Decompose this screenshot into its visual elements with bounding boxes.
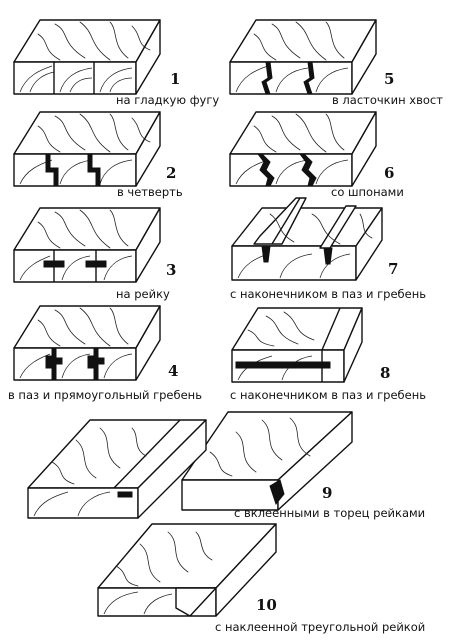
- figure-9-caption: с вклеенными в торец рейками: [234, 506, 425, 520]
- figure-9-board-left: [27, 419, 207, 519]
- figure-9-illustration: [181, 411, 353, 511]
- figure-7-number: 7: [388, 260, 398, 278]
- figure-1-number: 1: [170, 70, 180, 88]
- figure-8-caption: с наконечником в паз и гребень: [230, 388, 426, 402]
- figure-2-illustration: [13, 111, 161, 187]
- figure-8-illustration: [231, 307, 363, 383]
- figure-6-caption: со шпонами: [331, 185, 404, 199]
- figure-1-illustration: [13, 19, 161, 95]
- figure-5-illustration: [229, 19, 377, 95]
- figure-4-number: 4: [168, 362, 178, 380]
- figure-2-number: 2: [166, 164, 176, 182]
- figure-9-number: 9: [322, 484, 332, 502]
- figure-5-number: 5: [384, 70, 394, 88]
- figure-10-caption: с наклеенной треугольной рейкой: [215, 620, 425, 634]
- figure-3-illustration: [13, 207, 161, 283]
- figure-3-number: 3: [166, 261, 176, 279]
- figure-10-number: 10: [256, 596, 277, 614]
- figure-7-illustration: [231, 197, 383, 281]
- figure-3-caption: на рейку: [116, 287, 170, 301]
- figure-8-number: 8: [380, 364, 390, 382]
- figure-4-illustration: [13, 305, 161, 381]
- figure-2-caption: в четверть: [117, 185, 183, 199]
- figure-1-caption: на гладкую фугу: [116, 93, 219, 107]
- figure-10-illustration: [97, 523, 277, 617]
- figure-6-number: 6: [384, 164, 394, 182]
- figure-5-caption: в ласточкин хвост: [332, 93, 443, 107]
- figure-7-caption: с наконечником в паз и гребень: [230, 287, 426, 301]
- figure-4-caption: в паз и прямоугольный гребень: [8, 388, 202, 402]
- figure-6-illustration: [229, 111, 377, 187]
